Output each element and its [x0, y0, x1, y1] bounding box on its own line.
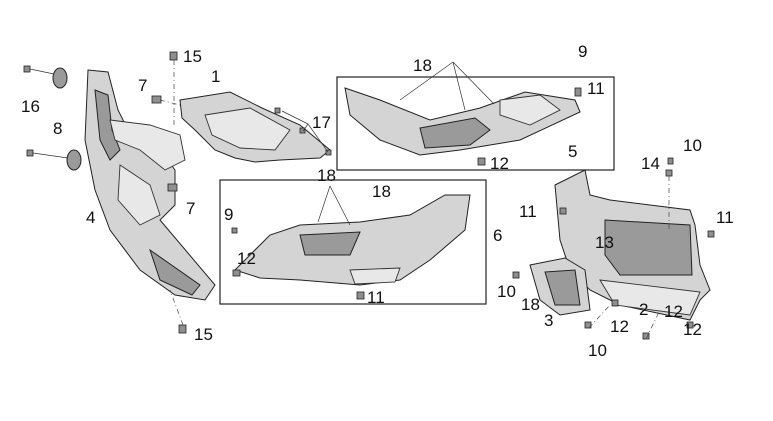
callout-16: 16	[21, 97, 40, 116]
callout-11-upper: 11	[587, 79, 605, 98]
part-8-grommets	[52, 67, 82, 171]
callout-5: 5	[568, 142, 577, 161]
callout-10-bottom: 10	[588, 341, 607, 360]
callout-2: 2	[639, 300, 648, 319]
callout-18-mid-left: 18	[317, 166, 336, 185]
callout-10-top: 10	[683, 136, 702, 155]
callout-12-mid: 12	[237, 249, 256, 268]
part-5-footwell-panel	[554, 169, 711, 321]
callout-11-mid: 11	[367, 288, 385, 307]
part-4-front-side-panel	[84, 69, 216, 301]
callout-8: 8	[53, 119, 62, 138]
callout-15-top: 15	[183, 47, 202, 66]
callout-13: 13	[595, 233, 614, 252]
callout-18-upper: 18	[413, 56, 432, 75]
callout-10-left: 10	[497, 282, 516, 301]
callout-18-mid-right: 18	[372, 182, 391, 201]
callout-6: 6	[493, 226, 502, 245]
part-1-upper-cover	[179, 91, 331, 163]
callout-11-right: 11	[716, 208, 734, 227]
callout-12-right-b: 12	[664, 302, 683, 321]
callout-15-bottom: 15	[194, 325, 213, 344]
callout-12-right-c: 12	[683, 320, 702, 339]
callout-14: 14	[641, 154, 660, 173]
callout-18-right: 18	[521, 295, 540, 314]
callout-17: 17	[312, 113, 331, 132]
part-15-screws	[169, 51, 187, 334]
part-7-clips	[151, 95, 201, 192]
callout-4: 4	[86, 208, 95, 227]
callout-11-left: 11	[519, 202, 537, 221]
part-3-side-bracket	[529, 257, 591, 316]
callout-7-bottom: 7	[186, 199, 195, 218]
callout-1: 1	[211, 67, 220, 86]
callout-9-upper: 9	[578, 42, 587, 61]
right-hardware	[512, 157, 715, 340]
callout-9-mid: 9	[224, 205, 233, 224]
callout-12-upper: 12	[490, 154, 509, 173]
callout-3: 3	[544, 311, 553, 330]
lower-rail-group-box	[219, 179, 487, 305]
callout-12-right-a: 12	[610, 317, 629, 336]
callout-7-top: 7	[138, 76, 147, 95]
part-17-screws	[274, 107, 332, 156]
upper-rail-group-box	[336, 61, 615, 171]
part-16-bolts	[23, 65, 69, 159]
